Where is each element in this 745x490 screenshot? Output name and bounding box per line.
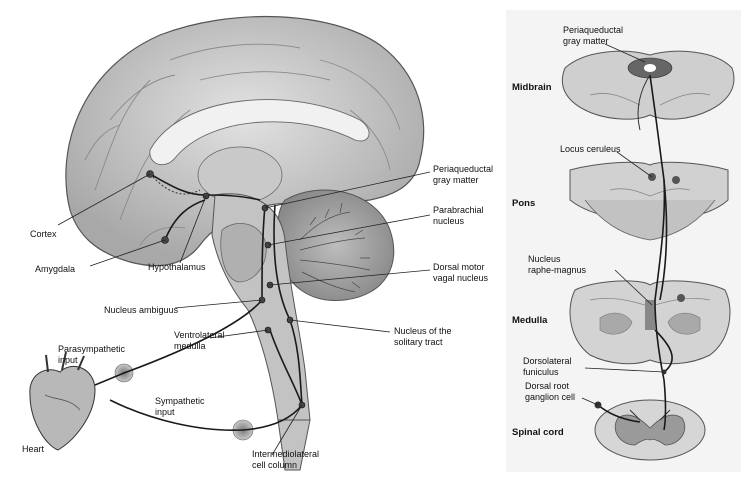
label-hypothalamus: Hypothalamus xyxy=(148,262,206,272)
sagittal-brain-panel: Cortex Amygdala Hypothalamus Nucleus amb… xyxy=(22,15,493,471)
label-parasympathetic-1: Parasympathetic xyxy=(58,344,126,354)
label-parasympathetic-2: input xyxy=(58,355,78,365)
cerebellum xyxy=(277,189,395,302)
label-dorsolateral-1: Dorsolateral xyxy=(523,356,572,366)
label-pag-left-1: Periaqueductal xyxy=(433,164,493,174)
label-cortex: Cortex xyxy=(30,229,57,239)
label-parabrachial-1: Parabrachial xyxy=(433,205,484,215)
label-solitary-1: Nucleus of the xyxy=(394,326,452,336)
label-spinal-cord: Spinal cord xyxy=(512,427,564,438)
label-solitary-2: solitary tract xyxy=(394,337,443,347)
label-dorsal-motor-1: Dorsal motor xyxy=(433,262,485,272)
label-pag-right-2: gray matter xyxy=(563,36,609,46)
label-ventrolateral-1: Ventrolateral xyxy=(174,330,225,340)
label-pag-right-1: Periaqueductal xyxy=(563,25,623,35)
label-intermediolateral-1: Intermediolateral xyxy=(252,449,319,459)
medulla-section xyxy=(569,280,731,365)
label-amygdala: Amygdala xyxy=(35,264,75,274)
arbor-vitae xyxy=(299,202,371,293)
label-dorsal-motor-2: vagal nucleus xyxy=(433,273,489,283)
midbrain-section xyxy=(561,50,735,120)
gyri-texture xyxy=(84,43,401,246)
left-leader-lines xyxy=(57,171,431,456)
label-nucleus-ambiguus: Nucleus ambiguus xyxy=(104,305,179,315)
label-dorsolateral-2: funiculus xyxy=(523,367,559,377)
label-raphe-1: Nucleus xyxy=(528,254,561,264)
descending-fibers xyxy=(597,74,673,431)
right-leader-lines xyxy=(581,43,665,406)
label-intermediolateral-2: cell column xyxy=(252,460,297,470)
label-midbrain: Midbrain xyxy=(512,82,552,93)
spinal-cord-sagittal xyxy=(277,419,311,471)
label-locus-ceruleus: Locus ceruleus xyxy=(560,144,621,154)
descending-pathway-panel: Periaqueductal gray matter Midbrain Locu… xyxy=(506,10,741,472)
label-sympathetic-1: Sympathetic xyxy=(155,396,205,406)
cerebral-hemisphere xyxy=(65,15,425,267)
label-heart: Heart xyxy=(22,444,45,454)
label-pag-left-2: gray matter xyxy=(433,175,479,185)
label-medulla: Medulla xyxy=(512,315,548,326)
label-drg-1: Dorsal root xyxy=(525,381,570,391)
heart-illustration xyxy=(29,351,96,451)
label-parabrachial-2: nucleus xyxy=(433,216,465,226)
pons-section xyxy=(569,161,729,241)
label-ventrolateral-2: medulla xyxy=(174,341,206,351)
label-raphe-2: raphe-magnus xyxy=(528,265,587,275)
label-sympathetic-2: input xyxy=(155,407,175,417)
label-pons: Pons xyxy=(512,198,535,209)
spinal-cord-section xyxy=(594,399,706,461)
corpus-callosum xyxy=(149,99,370,166)
label-drg-2: ganglion cell xyxy=(525,392,575,402)
pons xyxy=(220,223,267,283)
